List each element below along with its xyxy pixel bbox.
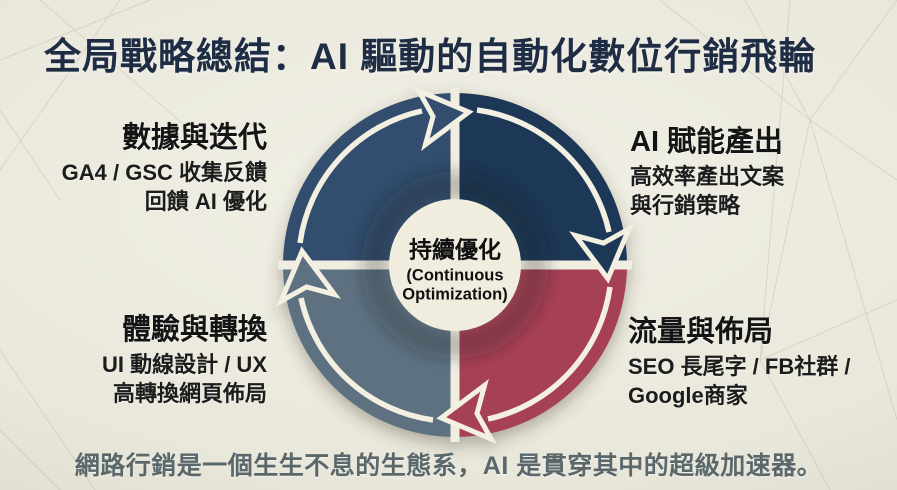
page-title: 全局戰略總結：AI 驅動的自動化數位行銷飛輪 [44, 36, 817, 77]
arc-top-right [476, 107, 612, 233]
label-line: SEO 長尾字 / FB社群 / [628, 354, 851, 379]
label-experience-and-conversion: 體驗與轉換 UI 動線設計 / UX 高轉換網頁佈局 [102, 316, 267, 408]
label-line: GA4 / GSC 收集反饋 [61, 160, 267, 185]
label-data-and-iteration: 數據與迭代 GA4 / GSC 收集反饋 回饋 AI 優化 [62, 124, 267, 216]
footer-caption: 網路行銷是一個生生不息的生態系，AI 是貫穿其中的超級加速器。 [74, 452, 823, 480]
label-ai-empowered-output: AI 賦能產出 高效率產出文案 與行銷策略 [630, 128, 784, 220]
label-heading: 數據與迭代 [121, 122, 267, 154]
hub-subtitle-line: (Continuous [406, 266, 504, 285]
hub-circle [389, 199, 521, 331]
label-line: UI 動線設計 / UX [101, 352, 267, 377]
arrow-left-icon [275, 246, 341, 307]
arc-bottom-left [298, 297, 434, 423]
hub-label: 持續優化 (Continuous Optimization) [390, 231, 520, 306]
arc-bottom-right [487, 286, 613, 422]
label-heading: AI 賦能產出 [630, 126, 784, 158]
arrow-bottom-icon [436, 379, 497, 445]
label-line: 高效率產出文案 [630, 164, 785, 189]
label-line: Google商家 [628, 382, 748, 408]
label-heading: 流量與佈局 [628, 316, 774, 348]
label-line: 高轉換網頁佈局 [112, 380, 267, 406]
arrow-top-icon [413, 85, 474, 151]
label-heading: 體驗與轉換 [121, 314, 267, 346]
label-line: 與行銷策略 [630, 192, 741, 218]
arrow-right-icon [569, 223, 635, 284]
hub-shadow-ring [361, 171, 549, 359]
label-line: 回饋 AI 優化 [144, 188, 267, 214]
hub-heading: 持續優化 [409, 236, 501, 263]
arc-top-left [297, 108, 423, 244]
label-traffic-and-layout: 流量與佈局 SEO 長尾字 / FB社群 / Google商家 [628, 318, 850, 410]
hub-subtitle-line: Optimization) [402, 286, 508, 304]
